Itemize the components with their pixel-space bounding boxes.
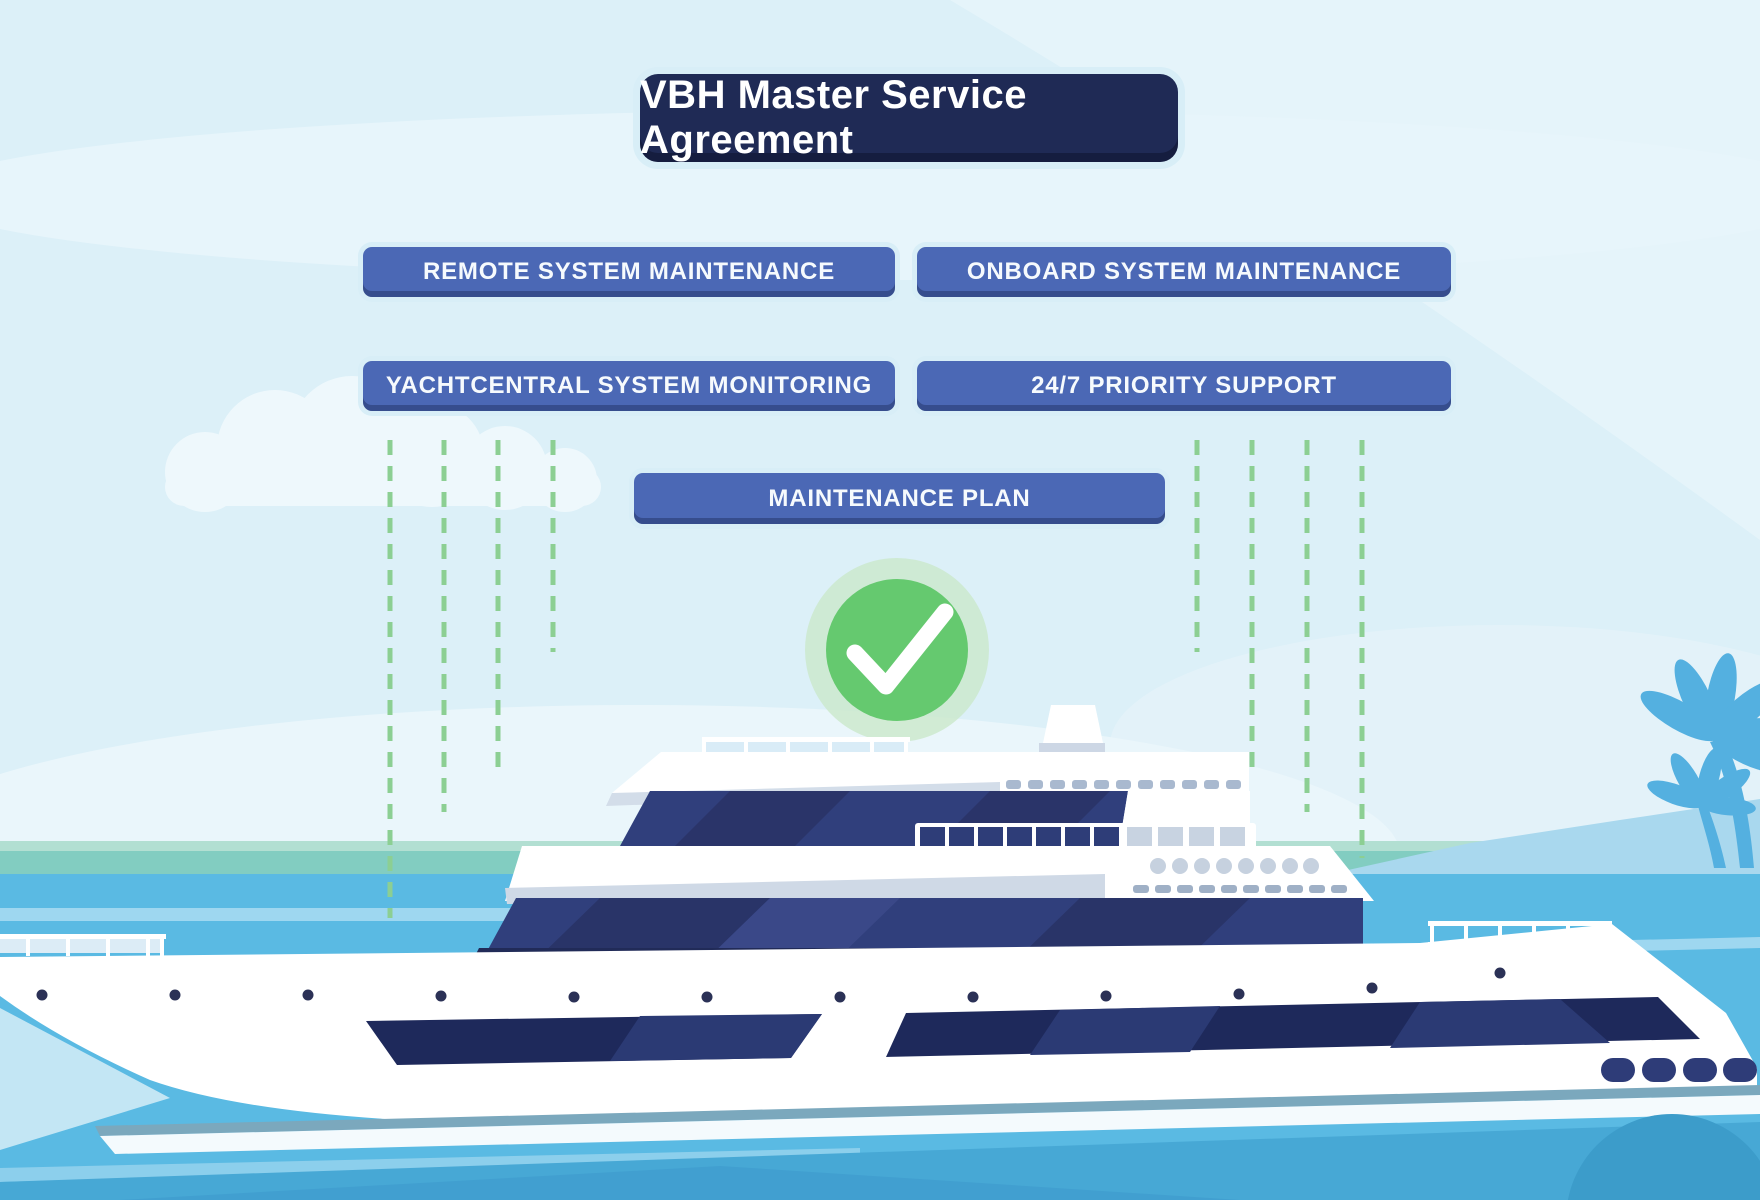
hull-dots [36,967,1506,1003]
upper-windows-row [1006,780,1241,789]
bow-railing [1428,921,1612,945]
title-banner: VBH Master Service Agreement [640,73,1178,162]
label-text: MAINTENANCE PLAN [768,484,1031,512]
framed-windows-row [915,823,1256,850]
hull-window-stripes [366,997,1700,1065]
label-remote-system-maintenance: REMOTE SYSTEM MAINTENANCE [363,247,895,297]
yacht-illustration [0,705,1760,1154]
label-maintenance-plan: MAINTENANCE PLAN [634,473,1165,524]
label-yachtcentral-system-monitoring: YACHTCENTRAL SYSTEM MONITORING [363,361,895,411]
label-text: 24/7 PRIORITY SUPPORT [1031,372,1337,399]
deck-windows-dashes [1133,885,1347,893]
label-text: REMOTE SYSTEM MAINTENANCE [422,258,835,285]
dashed-connector-lines [387,440,1365,918]
label-text: ONBOARD SYSTEM MAINTENANCE [966,258,1402,285]
bow-porthole-pills [1601,1058,1757,1082]
green-checkmark-icon [805,558,989,742]
portholes-row [1150,858,1319,874]
island [1330,799,1760,874]
title-text: VBH Master Service Agreement [640,73,1027,162]
label-text: YACHTCENTRAL SYSTEM MONITORING [385,372,873,399]
palm-trees [1640,653,1760,868]
stern-railing [0,934,166,956]
foreground-water [0,1114,1760,1200]
label-priority-support: 24/7 PRIORITY SUPPORT [917,361,1451,411]
label-onboard-system-maintenance: ONBOARD SYSTEM MAINTENANCE [917,247,1451,297]
